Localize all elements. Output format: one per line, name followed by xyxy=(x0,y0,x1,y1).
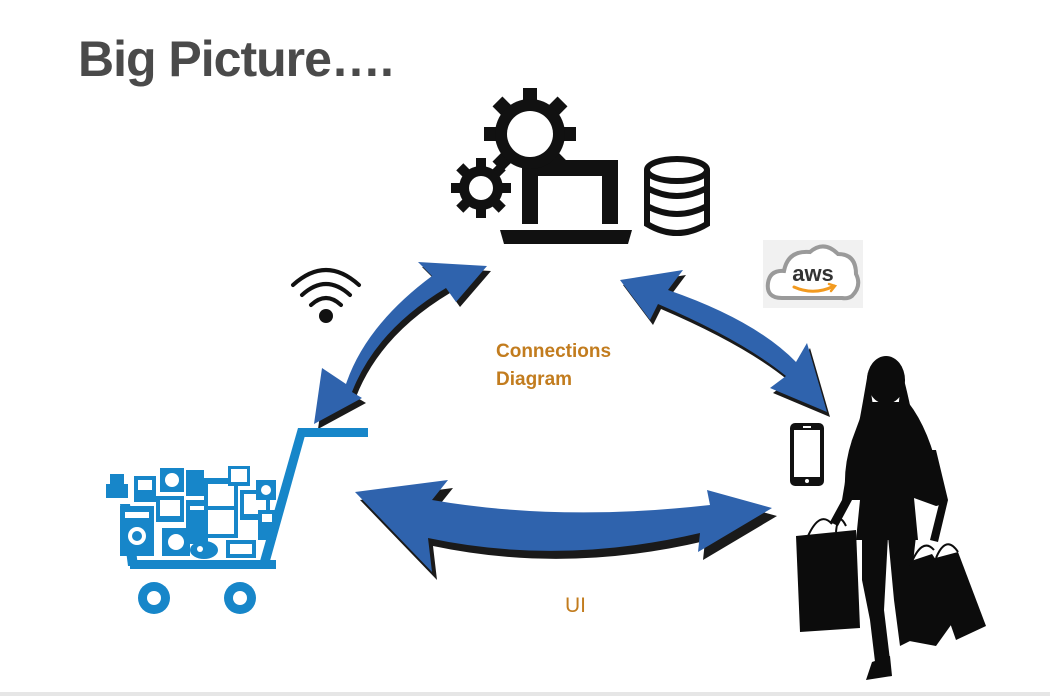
appliances-pile xyxy=(106,466,276,559)
arrow-server-cart xyxy=(314,262,491,429)
connections-diagram-label: Connections Diagram xyxy=(496,338,611,394)
arrow-server-shopper xyxy=(620,270,830,417)
center-label-line1: Connections xyxy=(496,341,612,362)
ui-label: UI xyxy=(565,594,586,617)
arrow-cart-shopper xyxy=(355,480,777,580)
database-icon xyxy=(644,156,710,236)
small-gear-icon xyxy=(451,158,511,218)
laptop-icon xyxy=(500,160,632,244)
page-title: Big Picture…. xyxy=(78,31,394,87)
center-label-line2: Diagram xyxy=(496,369,573,390)
aws-logo-text: aws xyxy=(792,261,834,286)
bottom-divider xyxy=(0,692,1050,696)
